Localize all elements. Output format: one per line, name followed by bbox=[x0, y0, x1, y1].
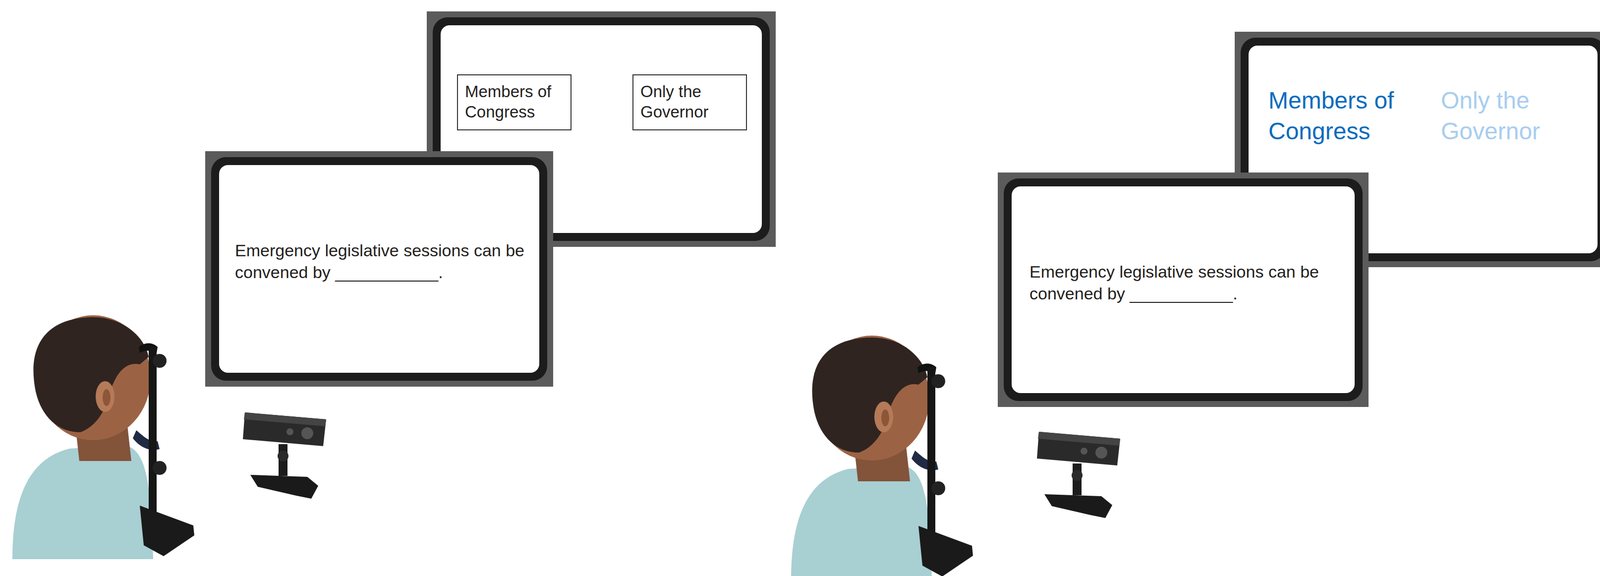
front-monitor: Emergency legislative sessions can be co… bbox=[205, 151, 554, 387]
screen-text: Only the Governor bbox=[1440, 85, 1590, 148]
answer-box: Members of Congress bbox=[457, 74, 572, 131]
participant bbox=[791, 335, 973, 576]
eye-tracker bbox=[242, 412, 327, 499]
monitor-screen: Emergency legislative sessions can be co… bbox=[1011, 186, 1355, 394]
screen-text: Emergency legislative sessions can be co… bbox=[234, 239, 533, 284]
box-label: Only the Governor bbox=[633, 75, 746, 129]
monitor-screen: Emergency legislative sessions can be co… bbox=[219, 165, 540, 373]
front-monitor: Emergency legislative sessions can be co… bbox=[997, 172, 1369, 407]
screen-text: Emergency legislative sessions can be co… bbox=[1029, 260, 1337, 305]
eye-tracker bbox=[1036, 431, 1121, 518]
box-label: Members of Congress bbox=[457, 75, 571, 129]
answer-box: Only the Governor bbox=[632, 74, 747, 131]
screen-text: Members of Congress bbox=[1268, 85, 1418, 148]
participant bbox=[12, 315, 195, 560]
